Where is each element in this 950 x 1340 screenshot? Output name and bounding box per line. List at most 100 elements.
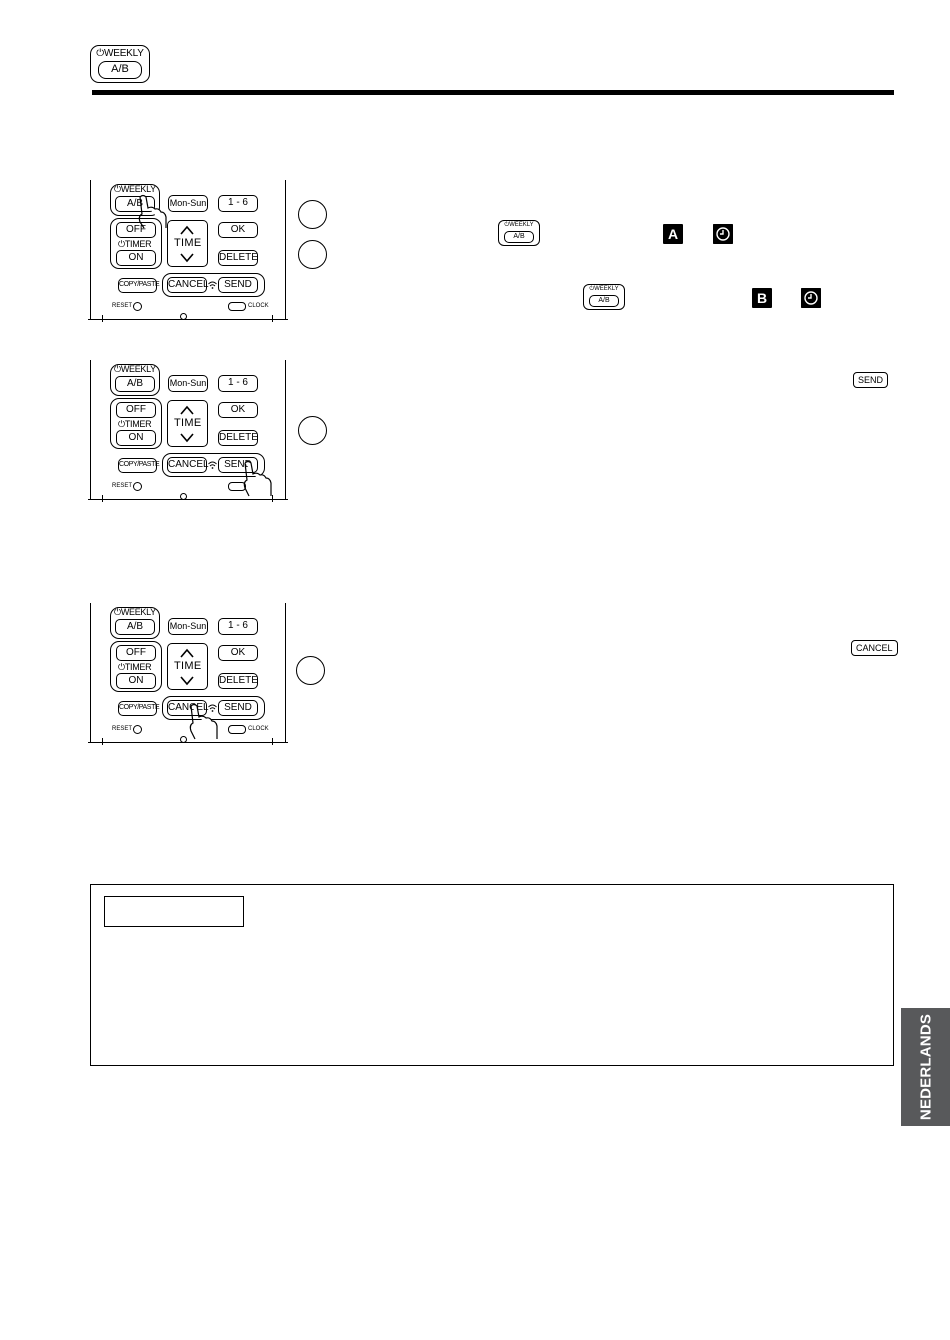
timer-on-button[interactable]: ON: [116, 673, 156, 689]
remote-edge: [90, 180, 91, 320]
mon-sun-button[interactable]: Mon-Sun: [168, 618, 208, 635]
time-label: TIME: [174, 417, 202, 429]
timer-on-button[interactable]: ON: [116, 430, 156, 446]
finger-press-icon: [189, 703, 218, 740]
weekly-ab-button[interactable]: A/B: [115, 376, 155, 392]
ok-button[interactable]: OK: [218, 402, 258, 418]
remote-edge: [285, 180, 286, 320]
step-circle-2: [298, 240, 327, 269]
timer-group: [110, 218, 162, 269]
remote-tick: [102, 738, 103, 745]
ab-inline-label: A/B: [589, 295, 619, 307]
chevron-up-icon: [180, 648, 194, 658]
remote-tick: [272, 738, 273, 745]
cancel-button[interactable]: CANCEL: [167, 457, 209, 473]
delete-button[interactable]: DELETE: [218, 250, 258, 266]
copy-paste-button[interactable]: COPY/PASTE: [118, 701, 160, 716]
chevron-up-icon: [180, 225, 194, 235]
timer-on-button[interactable]: ON: [116, 250, 156, 266]
remote-tick: [102, 315, 103, 322]
reset-label: RESET: [112, 726, 133, 732]
ir-led: [180, 313, 187, 320]
weekly-label: ⏻WEEKLY: [114, 364, 156, 374]
reset-button[interactable]: [133, 725, 142, 734]
ab-inline-label: A/B: [504, 231, 534, 243]
header-rule: [92, 90, 894, 95]
copy-paste-button[interactable]: COPY/PASTE: [118, 458, 160, 473]
weekly-ab-inline-icon: ⏻WEEKLY A/B: [498, 220, 540, 246]
copy-paste-button[interactable]: COPY/PASTE: [118, 278, 160, 293]
delete-button[interactable]: DELETE: [218, 430, 258, 446]
send-button[interactable]: SEND: [218, 277, 258, 293]
remote-edge: [285, 603, 286, 743]
time-button[interactable]: [167, 400, 208, 447]
remote-tick: [102, 495, 103, 502]
time-label: TIME: [174, 237, 202, 249]
timer-group: [110, 398, 162, 449]
step-circle-4: [296, 656, 325, 685]
timer-label: ⏻TIMER: [118, 419, 152, 429]
remote-illustration-3: ⏻WEEKLY A/B Mon-Sun 1 - 6 OFF ⏻TIMER ON …: [88, 603, 288, 745]
delete-button[interactable]: DELETE: [218, 673, 258, 689]
ok-button[interactable]: OK: [218, 222, 258, 238]
chevron-down-icon: [180, 253, 194, 263]
language-tab-label: NEDERLANDS: [917, 1013, 934, 1121]
weekly-label: ⏻WEEKLY: [114, 184, 156, 194]
step-circle-3: [298, 416, 327, 445]
ir-led: [180, 736, 187, 743]
mon-sun-button[interactable]: Mon-Sun: [168, 375, 208, 392]
send-group: [162, 453, 265, 477]
finger-press-icon: [243, 460, 272, 497]
timer-off-button[interactable]: OFF: [116, 402, 156, 418]
weekly-ab-badge: ⏻WEEKLY A/B: [90, 45, 150, 83]
weekly-button-group: [110, 184, 160, 216]
time-label: TIME: [174, 660, 202, 672]
ok-button[interactable]: OK: [218, 645, 258, 661]
remote-illustration-1: ⏻WEEKLY A/B Mon-Sun 1 - 6 OFF ⏻TIMER ON …: [88, 180, 288, 322]
clock-label: CLOCK: [248, 726, 269, 732]
weekly-ab-inline-icon: ⏻WEEKLY A/B: [583, 284, 625, 310]
reset-label: RESET: [112, 303, 133, 309]
weekly-label: ⏻WEEKLY: [114, 607, 156, 617]
chevron-up-icon: [180, 405, 194, 415]
remote-illustration-2: ⏻WEEKLY A/B Mon-Sun 1 - 6 OFF ⏻TIMER ON …: [88, 360, 288, 502]
timer-off-button[interactable]: OFF: [116, 645, 156, 661]
remote-edge: [90, 360, 91, 500]
timer-label: ⏻TIMER: [118, 662, 152, 672]
send-key-inline-icon: SEND: [853, 372, 889, 388]
mon-sun-button[interactable]: Mon-Sun: [168, 195, 208, 212]
remote-edge: [88, 742, 288, 743]
signal-icon: [208, 281, 217, 289]
clock-button[interactable]: [228, 725, 246, 734]
clock-indicator-icon: [713, 224, 733, 244]
chevron-down-icon: [180, 676, 194, 686]
timer-group: [110, 641, 162, 692]
cancel-button[interactable]: CANCEL: [167, 277, 209, 293]
timer-off-button[interactable]: OFF: [116, 222, 156, 238]
reset-label: RESET: [112, 483, 133, 489]
one-six-button[interactable]: 1 - 6: [218, 195, 258, 212]
chevron-down-icon: [180, 433, 194, 443]
note-label-box: [104, 896, 244, 927]
cancel-key-inline-icon: CANCEL: [851, 640, 898, 656]
signal-icon: [208, 704, 217, 712]
step-circle-1: [298, 200, 327, 229]
clock-label: CLOCK: [248, 303, 269, 309]
clock-button[interactable]: [228, 482, 246, 491]
timer-label: ⏻TIMER: [118, 239, 152, 249]
one-six-button[interactable]: 1 - 6: [218, 375, 258, 392]
remote-tick: [272, 315, 273, 322]
reset-button[interactable]: [133, 482, 142, 491]
clock-indicator-icon: [801, 288, 821, 308]
reset-button[interactable]: [133, 302, 142, 311]
send-button[interactable]: SEND: [218, 700, 258, 716]
clock-button[interactable]: [228, 302, 246, 311]
one-six-button[interactable]: 1 - 6: [218, 618, 258, 635]
language-tab: NEDERLANDS: [901, 1008, 950, 1126]
remote-edge: [88, 319, 288, 320]
weekly-ab-button[interactable]: A/B: [115, 619, 155, 635]
send-group: [162, 273, 265, 297]
weekly-button-group: [110, 364, 160, 396]
remote-tick: [272, 495, 273, 502]
program-a-indicator-icon: A: [663, 224, 683, 244]
